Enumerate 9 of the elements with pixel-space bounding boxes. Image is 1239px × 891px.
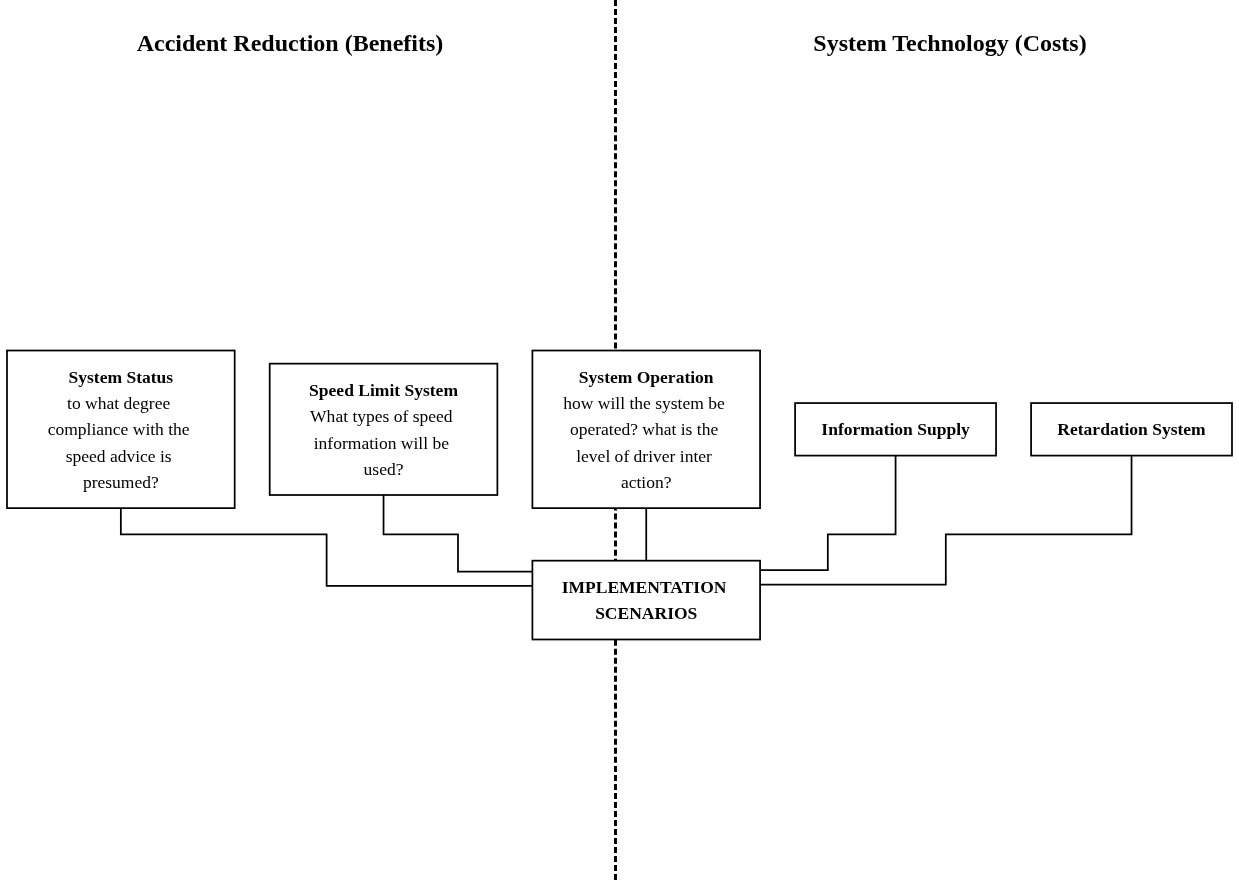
column-heading: System Technology (Costs)	[812, 30, 1088, 57]
connector	[645, 507, 648, 562]
node-box: IMPLEMENTATION SCENARIOS	[531, 559, 761, 641]
column-heading: Accident Reduction (Benefits)	[135, 30, 445, 57]
node-box: Information Supply	[794, 402, 997, 457]
node-box: System Operation how will the system be operated? what is the level of driver inter action?	[531, 349, 761, 509]
node-box: Speed Limit System What types of speed information will be used?	[268, 362, 499, 496]
node-box: System Status to what degree compliance with the speed advice is presumed?	[6, 349, 236, 509]
node-box: Retardation System	[1030, 402, 1233, 457]
